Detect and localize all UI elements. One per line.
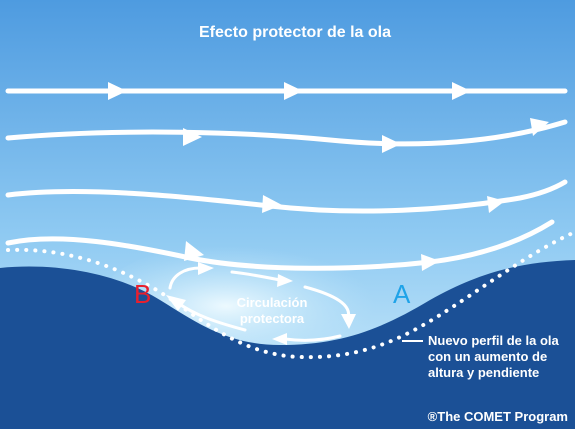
- arrowhead: [277, 274, 293, 287]
- flow-arrowheads: [108, 82, 549, 271]
- wave-body: [0, 260, 575, 429]
- arrowhead: [382, 135, 401, 153]
- arrowhead: [530, 118, 549, 136]
- eddy-top: [230, 270, 282, 282]
- label-b: B: [134, 279, 151, 309]
- arrowhead: [198, 262, 214, 275]
- arrowhead: [421, 254, 440, 271]
- eddy-top-left: [168, 266, 202, 290]
- copyright: ®The COMET Program: [428, 409, 568, 424]
- flow-line-2: [5, 119, 568, 147]
- arrowhead: [108, 82, 127, 100]
- arrowhead: [341, 314, 356, 329]
- label-a: A: [393, 279, 411, 309]
- flow-lines: [5, 88, 568, 271]
- circulation-label-line-1: Circulación: [237, 295, 308, 310]
- new-profile-label-line-1: Nuevo perfil de la ola: [428, 333, 560, 348]
- arrowhead: [487, 196, 505, 213]
- arrowhead: [284, 82, 303, 100]
- eddy-bottom: [283, 334, 342, 342]
- arrowhead: [184, 241, 204, 261]
- new-wave-profile-dotted: [6, 230, 575, 360]
- arrowhead: [452, 82, 471, 100]
- eddy-left: [176, 301, 247, 332]
- arrowhead: [183, 128, 202, 146]
- arrowhead: [262, 195, 282, 213]
- diagram-title: Efecto protector de la ola: [199, 24, 391, 41]
- new-profile-label-line-2: con un aumento de: [428, 349, 547, 364]
- flow-line-3: [5, 179, 568, 214]
- new-profile-label-line-3: altura y pendiente: [428, 365, 539, 380]
- arrowhead: [272, 333, 287, 345]
- protective-circulation-arrows: [166, 262, 356, 345]
- arrowhead: [166, 295, 186, 311]
- circulation-label-line-2: protectora: [240, 311, 305, 326]
- flow-line-4: [5, 219, 555, 271]
